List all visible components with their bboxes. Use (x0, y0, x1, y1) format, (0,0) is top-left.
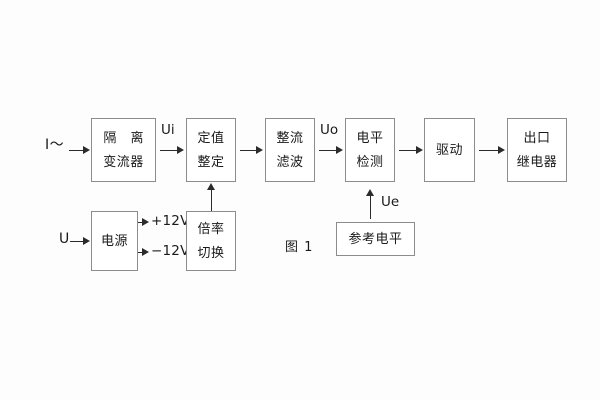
block-level-detect-line-2: 检测 (356, 154, 384, 170)
block-power-supply-line-1: 电源 (100, 233, 128, 249)
arrowhead-multiplier-to-setting (206, 183, 215, 190)
arrowhead-isolation-to-setting (177, 145, 184, 154)
arrowhead-positive-rail (142, 217, 149, 226)
block-rectify-filter-line-1: 整流 (276, 130, 304, 146)
connector-driver-to-relay (479, 150, 499, 151)
negative-rail-label: −12V (151, 243, 190, 259)
block-output-relay-line-2: 继电器 (516, 154, 558, 170)
voltage-input-label: U (59, 231, 70, 247)
block-multiplier-switch-line-1: 倍率 (197, 221, 225, 237)
block-level-detect[interactable]: 电平 检测 (345, 118, 395, 182)
block-reference-level[interactable]: 参考电平 (336, 222, 415, 256)
arrowhead-current-to-isolation (83, 145, 90, 154)
block-reference-level-line-1: 参考电平 (348, 231, 403, 247)
connector-voltage-to-power (70, 241, 84, 242)
block-power-supply[interactable]: 电源 (91, 211, 138, 271)
arrowhead-level-to-driver (416, 145, 423, 154)
block-level-detect-line-1: 电平 (356, 130, 384, 146)
block-setting-value-line-1: 定值 (197, 130, 225, 146)
ue-signal-label: Ue (381, 194, 400, 210)
connector-level-to-driver (399, 150, 417, 151)
ui-signal-label: Ui (161, 122, 175, 138)
connector-rectify-to-level (319, 150, 337, 151)
block-isolation-ct-line-1: 隔 离 (103, 130, 149, 146)
connector-reference-to-level (370, 194, 371, 219)
connector-multiplier-to-setting (211, 188, 212, 211)
block-setting-value[interactable]: 定值 整定 (186, 118, 236, 182)
block-driver[interactable]: 驱动 (424, 118, 475, 182)
block-multiplier-switch-line-2: 切换 (197, 245, 225, 261)
block-isolation-ct[interactable]: 隔 离 变流器 (91, 118, 156, 182)
block-rectify-filter[interactable]: 整流 滤波 (265, 118, 315, 182)
block-driver-line-1: 驱动 (435, 142, 463, 158)
arrowhead-reference-to-level (365, 189, 374, 196)
block-multiplier-switch[interactable]: 倍率 切换 (186, 211, 236, 271)
arrowhead-voltage-to-power (83, 236, 90, 245)
connector-isolation-to-setting (160, 150, 178, 151)
block-isolation-ct-line-2: 变流器 (103, 154, 144, 170)
block-rectify-filter-line-2: 滤波 (276, 154, 304, 170)
arrowhead-driver-to-relay (498, 145, 505, 154)
uo-signal-label: Uo (320, 122, 339, 138)
connector-current-to-isolation (69, 150, 84, 151)
arrowhead-negative-rail (142, 247, 149, 256)
block-output-relay[interactable]: 出口 继电器 (507, 118, 567, 182)
block-output-relay-line-1: 出口 (523, 130, 551, 146)
connector-setting-to-rectify (240, 150, 257, 151)
figure-caption: 图 1 (285, 240, 314, 255)
block-setting-value-line-2: 整定 (197, 154, 225, 170)
current-input-label: I～ (45, 137, 65, 153)
arrowhead-rectify-to-level (336, 145, 343, 154)
arrowhead-setting-to-rectify (256, 145, 263, 154)
positive-rail-label: +12V (151, 213, 190, 229)
